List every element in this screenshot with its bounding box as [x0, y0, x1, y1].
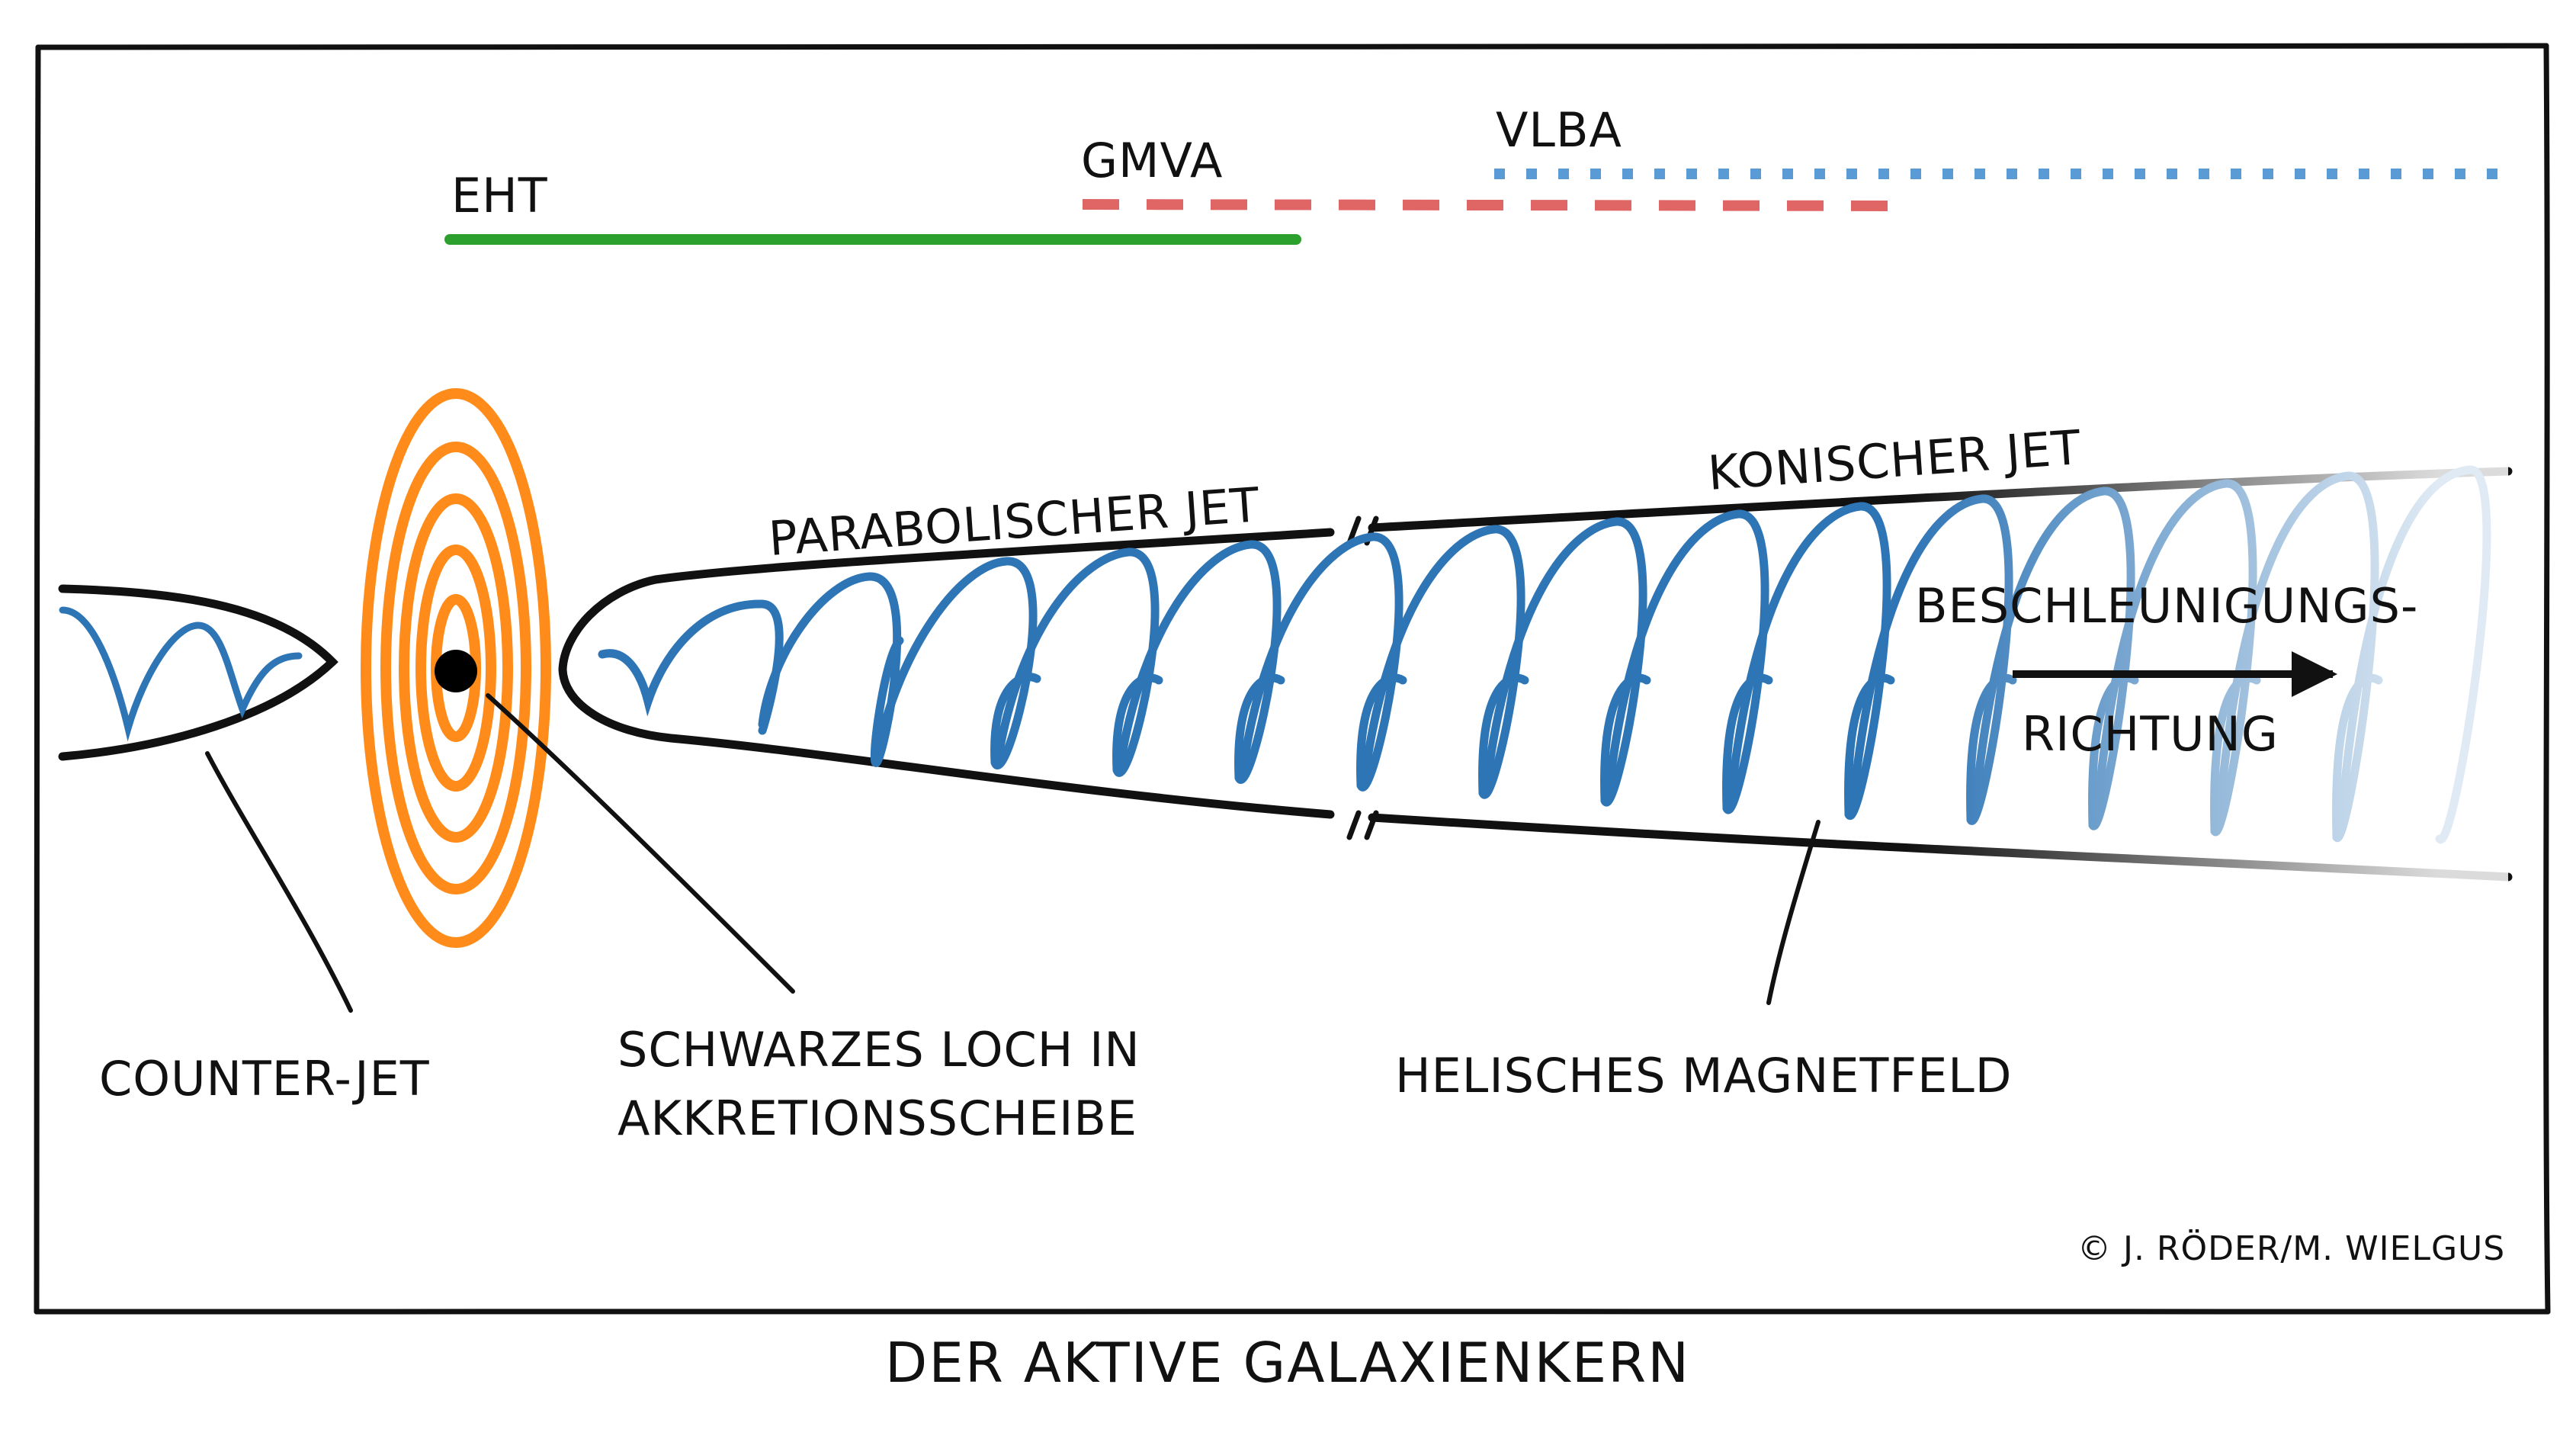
- eht-label: EHT: [451, 168, 548, 223]
- counter-jet-helix: [59, 606, 303, 742]
- counter-jet-outline: [58, 584, 338, 761]
- vlba-label: VLBA: [1496, 102, 1622, 158]
- counter-jet-label: COUNTER-JET: [99, 1051, 430, 1107]
- gmva-label: GMVA: [1081, 133, 1223, 188]
- magnetic-field-pointer: [1766, 820, 1821, 1005]
- gmva-bar: [1082, 199, 1903, 211]
- copyright: © J. RÖDER/M. WIELGUS: [2077, 1229, 2505, 1268]
- counter-jet: [58, 584, 338, 761]
- black-hole-label-1: SCHWARZES LOCH IN: [618, 1022, 1140, 1078]
- pointer-lines: [205, 693, 1821, 1013]
- black-hole-pointer: [486, 693, 795, 994]
- black-hole-label-2: AKKRETIONSSCHEIBE: [618, 1090, 1137, 1146]
- magnetic-field-label: HELISCHES MAGNETFELD: [1395, 1048, 2013, 1103]
- counter-jet-pointer: [205, 751, 353, 1013]
- acceleration-label-2: RICHTUNG: [2022, 706, 2279, 762]
- acceleration-label-1: BESCHLEUNIGUNGS-: [1915, 578, 2418, 634]
- black-hole: [435, 650, 477, 692]
- diagram-title: DER AKTIVE GALAXIENKERN: [885, 1331, 1690, 1395]
- frame: [34, 43, 2551, 1315]
- instrument-bars: EHT GMVA VLBA: [444, 102, 2501, 245]
